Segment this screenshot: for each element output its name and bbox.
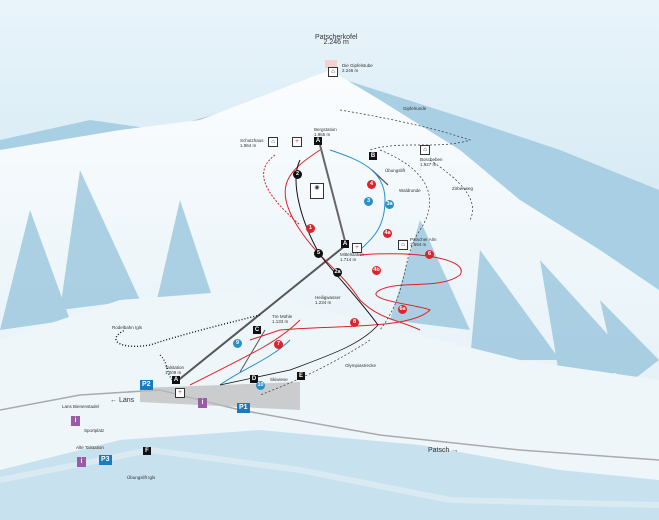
summit-name: Patscherkofel bbox=[315, 34, 358, 41]
piste-marker-1[interactable]: 1 bbox=[306, 224, 315, 233]
place-skiwiese: Skiwiese bbox=[270, 377, 288, 382]
piste-marker-8[interactable]: 8 bbox=[350, 318, 359, 327]
piste-marker-3[interactable]: 3 bbox=[364, 197, 373, 206]
piste-red-1 bbox=[284, 149, 421, 331]
info-point-igls[interactable]: i bbox=[77, 457, 86, 467]
lift-d[interactable]: D bbox=[250, 375, 258, 383]
piste-red-left bbox=[263, 154, 301, 226]
trail-dashed bbox=[339, 109, 473, 331]
piste-marker-3a[interactable]: 3a bbox=[385, 200, 394, 209]
piste-marker-4a[interactable]: 4a bbox=[383, 229, 392, 238]
first-aid-icon-mid: + bbox=[352, 243, 362, 253]
road-patsch: Patsch → bbox=[428, 447, 459, 454]
lift-e[interactable]: E bbox=[297, 372, 305, 380]
road-lans: ← Lans bbox=[110, 397, 135, 404]
boscheben-hut-icon: ⌂ bbox=[420, 145, 430, 155]
olympia-dashed bbox=[259, 339, 371, 396]
lift-a-mittelstation[interactable]: A bbox=[341, 240, 349, 248]
patscher-alm-hut-icon: ⌂ bbox=[398, 240, 408, 250]
parking-p3[interactable]: P3 bbox=[99, 455, 112, 465]
piste-marker-6a[interactable]: 6a bbox=[398, 305, 407, 314]
piste-marker-5[interactable]: 5 bbox=[314, 249, 323, 258]
first-aid-icon: + bbox=[292, 137, 302, 147]
piste-marker-4[interactable]: 4 bbox=[367, 180, 376, 189]
parking-p1[interactable]: P1 bbox=[237, 403, 250, 413]
gondola-line bbox=[175, 244, 347, 383]
parking-p2[interactable]: P2 bbox=[140, 380, 153, 390]
piste-blue-low bbox=[219, 339, 291, 386]
place-uebungslift: Übungslift bbox=[385, 168, 406, 173]
cable-car-icon: ◉ bbox=[310, 183, 324, 199]
place-gipfelrunde: Gipfelrunde bbox=[403, 106, 427, 111]
place-zirbenweg: Zirbenweg bbox=[452, 186, 474, 191]
place-olympiastrecke: Olympiastrecke bbox=[345, 363, 377, 368]
piste-red-7 bbox=[189, 319, 301, 386]
piste-marker-7[interactable]: 7 bbox=[274, 340, 283, 349]
gondola-line-upper bbox=[319, 144, 347, 246]
info-point[interactable]: i bbox=[198, 398, 207, 408]
place-uebungslift-igls: Übungslift Igls bbox=[127, 475, 156, 480]
lift-f[interactable]: F bbox=[143, 447, 151, 455]
place-waldrunde: Waldrunde bbox=[399, 188, 421, 193]
piste-marker-10[interactable]: 10 bbox=[256, 381, 265, 390]
place-sportplatz: Sportplatz bbox=[84, 428, 105, 433]
restaurant-icon: ⌂ bbox=[328, 67, 338, 77]
summit-elevation: 2.246 m bbox=[323, 39, 349, 46]
piste-blue-3 bbox=[329, 149, 386, 251]
lift-b[interactable]: B bbox=[369, 152, 377, 160]
lift-a-bergstation[interactable]: A bbox=[314, 137, 322, 145]
piste-red-6 bbox=[249, 253, 462, 341]
piste-black-low bbox=[219, 324, 379, 386]
place-lans-bienenstadel: Lans Bienenstadel bbox=[62, 404, 100, 409]
place-alte-talstation: Alte Talstation bbox=[76, 445, 104, 450]
piste-marker-2[interactable]: 2 bbox=[293, 170, 302, 179]
lift-a-talstation[interactable]: A bbox=[172, 376, 180, 384]
place-rodelbahn-igls: Rodelbahn Igls bbox=[112, 325, 143, 330]
piste-marker-4b[interactable]: 4b bbox=[372, 266, 381, 275]
hut-icon: ⌂ bbox=[268, 137, 278, 147]
piste-marker-2a[interactable]: 2a bbox=[333, 268, 342, 277]
info-point-lans[interactable]: i bbox=[71, 416, 80, 426]
first-aid-icon-base: + bbox=[175, 388, 185, 398]
lift-c[interactable]: C bbox=[253, 326, 261, 334]
piste-marker-9[interactable]: 9 bbox=[233, 339, 242, 348]
toboggan-dotted bbox=[115, 314, 261, 347]
piste-marker-6[interactable]: 6 bbox=[425, 250, 434, 259]
